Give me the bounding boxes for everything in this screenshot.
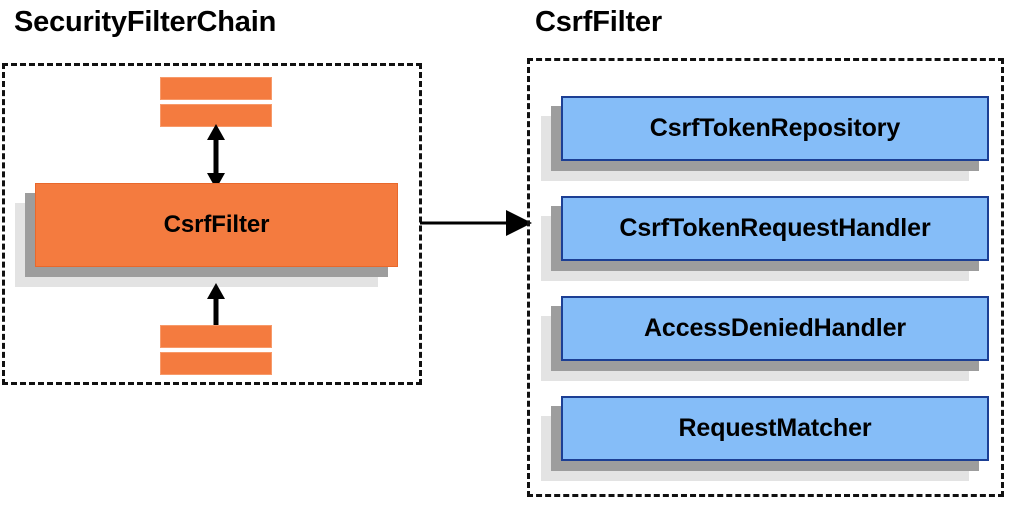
- node-label-csrf-filter: CsrfFilter: [163, 211, 270, 238]
- filter-strip-below-2: [160, 352, 272, 375]
- node-face: CsrfFilter: [35, 183, 398, 267]
- node-label-csrf-token-request-handler: CsrfTokenRequestHandler: [619, 214, 931, 242]
- node-label-access-denied-handler: AccessDeniedHandler: [643, 314, 907, 342]
- page-title-csrf-filter: CsrfFilter: [535, 6, 662, 38]
- page-title-security-filter-chain: SecurityFilterChain: [14, 6, 277, 38]
- node-face: RequestMatcher: [561, 396, 989, 461]
- arrow-bidirectional-above: [207, 124, 225, 189]
- node-csrf-token-request-handler[interactable]: CsrfTokenRequestHandler: [541, 196, 989, 281]
- arrow-panel-link: [420, 210, 532, 236]
- node-face: CsrfTokenRepository: [561, 96, 989, 161]
- node-face: CsrfTokenRequestHandler: [561, 196, 989, 261]
- node-csrf-token-repository[interactable]: CsrfTokenRepository: [541, 96, 989, 181]
- node-access-denied-handler[interactable]: AccessDeniedHandler: [541, 296, 989, 381]
- node-request-matcher[interactable]: RequestMatcher: [541, 396, 989, 481]
- node-csrf-filter[interactable]: CsrfFilter: [15, 183, 398, 287]
- node-label-csrf-token-repository: CsrfTokenRepository: [649, 114, 901, 142]
- node-label-request-matcher: RequestMatcher: [678, 414, 872, 442]
- filter-strip-above-1: [160, 77, 272, 100]
- filter-strip-below-1: [160, 325, 272, 348]
- node-face: AccessDeniedHandler: [561, 296, 989, 361]
- group-box-csrf-filter-collaborators: [527, 58, 1004, 497]
